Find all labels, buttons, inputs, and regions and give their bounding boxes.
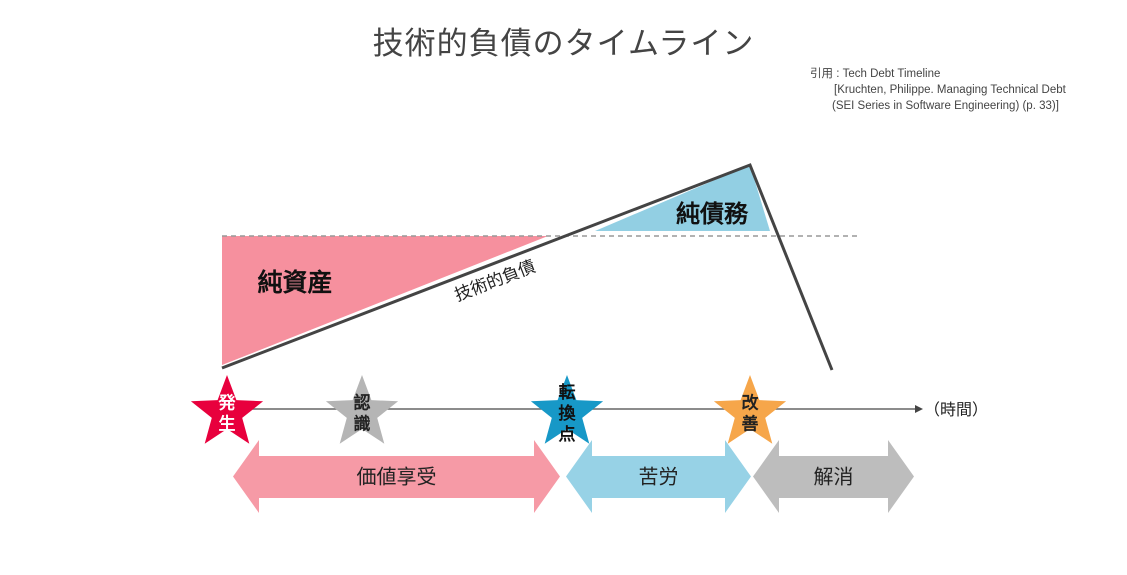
net-debt-label: 純債務 — [676, 200, 749, 228]
milestone-star-4 — [713, 375, 787, 444]
phase-arrows: 価値享受 苦労 解消 — [233, 440, 914, 513]
phase-arrow-3 — [753, 440, 914, 513]
citation: 引用 : Tech Debt Timeline [Kruchten, Phili… — [810, 66, 1066, 114]
time-axis-arrowhead — [915, 405, 923, 413]
net-assets-label: 純資産 — [257, 268, 332, 297]
time-axis-label: （時間） — [924, 400, 988, 419]
citation-line-2: [Kruchten, Philippe. Managing Technical … — [834, 84, 1066, 96]
milestone-stars: 発生 認識 転換点 改善 — [190, 375, 787, 445]
milestone-label-3-2: 換 — [559, 403, 577, 424]
milestone-label-3-1: 転 — [559, 382, 576, 403]
citation-line-1: 引用 : Tech Debt Timeline — [810, 68, 941, 80]
milestone-star-2 — [325, 375, 399, 444]
page-title: 技術的負債のタイムライン — [372, 26, 755, 62]
phase-label-2: 苦労 — [639, 465, 679, 489]
phase-arrow-1 — [233, 440, 560, 513]
milestone-label-3-3: 点 — [559, 424, 576, 445]
milestone-star-3 — [530, 375, 604, 444]
milestone-label-2-2: 識 — [354, 414, 371, 435]
milestone-label-1-1: 発 — [218, 393, 237, 414]
milestone-label-2-1: 認 — [354, 393, 371, 414]
phase-arrow-2 — [566, 440, 751, 513]
phase-label-3: 解消 — [814, 465, 854, 489]
milestone-label-4-1: 改 — [742, 393, 760, 414]
milestone-label-1-2: 生 — [219, 414, 236, 435]
citation-line-3: (SEI Series in Software Engineering) (p.… — [832, 100, 1059, 112]
phase-label-1: 価値享受 — [357, 465, 437, 489]
milestone-star-1 — [190, 375, 264, 444]
milestone-label-4-2: 善 — [742, 414, 759, 435]
net-assets-area — [222, 236, 548, 365]
net-debt-area — [595, 165, 770, 231]
tech-debt-line — [221, 163, 834, 371]
